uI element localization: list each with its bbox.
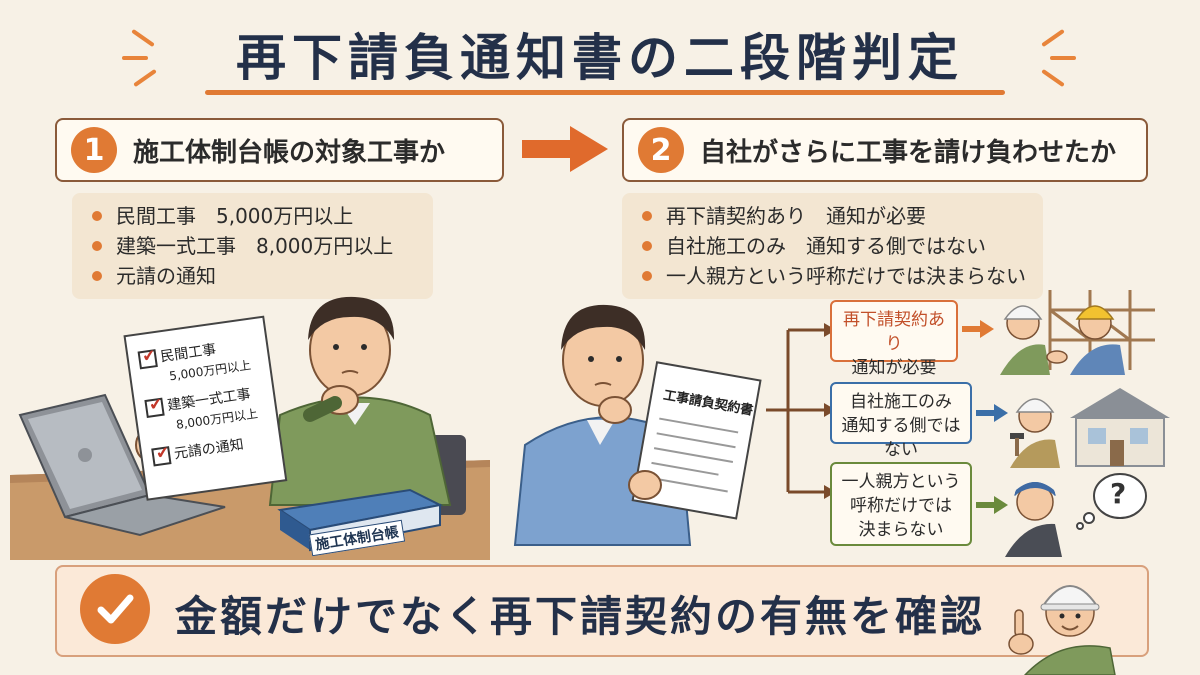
branch-line: 決まらない bbox=[858, 520, 944, 540]
step1-bullets: 民間工事 5,000万円以上 建築一式工事 8,000万円以上 元請の通知 bbox=[72, 193, 433, 299]
checkbox-checked-icon: ✔ bbox=[137, 345, 158, 370]
checkbox-checked-icon: ✔ bbox=[144, 394, 165, 418]
branch-subcontract: 再下請契約あり 通知が必要 bbox=[830, 300, 958, 378]
spark-right-2 bbox=[1050, 56, 1076, 60]
step1-label: 施工体制台帳の対象工事か bbox=[133, 137, 446, 168]
step1-bullet: 元請の通知 bbox=[90, 261, 415, 291]
title-underline bbox=[205, 90, 1005, 95]
branch-self-construction: 自社施工のみ 通知する側ではない bbox=[830, 382, 972, 460]
branch-line: 通知が必要 bbox=[851, 358, 937, 378]
step2-box: 2 自社がさらに工事を請け負わせたか bbox=[622, 118, 1148, 182]
arrow-right-icon bbox=[976, 496, 1008, 514]
branch-line: 呼称だけでは bbox=[850, 496, 952, 516]
question-mark: ? bbox=[1110, 477, 1127, 510]
conclusion-text: 金額だけでなく再下請契約の有無を確認 bbox=[175, 592, 986, 641]
checklist-sheet: ✔ 民間工事 5,000万円以上 ✔ 建築一式工事 8,000万円以上 ✔ 元請… bbox=[137, 332, 282, 469]
arrow-right-icon bbox=[962, 320, 994, 338]
check-icon bbox=[80, 574, 150, 644]
step1-number: 1 bbox=[71, 127, 117, 173]
thought-bubble-icon bbox=[1076, 473, 1147, 530]
branch-line: 再下請契約あり bbox=[843, 310, 945, 354]
branch-line: 一人親方という bbox=[841, 472, 961, 492]
worker-house-illustration bbox=[1010, 388, 1170, 468]
branch-solo-contractor: 一人親方という 呼称だけでは 決まらない bbox=[830, 462, 972, 546]
step2-bullet: 自社施工のみ 通知する側ではない bbox=[640, 231, 1025, 261]
conclusion-bar bbox=[55, 565, 1149, 657]
checkbox-checked-icon: ✔ bbox=[151, 442, 172, 467]
step2-bullets: 再下請契約あり 通知が必要 自社施工のみ 通知する側ではない 一人親方という呼称… bbox=[622, 193, 1043, 299]
branch-line: 自社施工のみ bbox=[850, 392, 952, 412]
step2-bullet: 再下請契約あり 通知が必要 bbox=[640, 201, 1025, 231]
worker-reviewing-illustration bbox=[10, 296, 490, 560]
handshake-workers-illustration bbox=[1000, 290, 1155, 375]
arrow-right-icon bbox=[976, 404, 1008, 422]
pointing-worker-illustration bbox=[1008, 585, 1116, 675]
step2-label: 自社がさらに工事を請け負わせたか bbox=[700, 137, 1117, 168]
step2-number: 2 bbox=[638, 127, 684, 173]
step1-bullet: 民間工事 5,000万円以上 bbox=[90, 201, 415, 231]
worker-reading-contract-illustration bbox=[513, 304, 762, 546]
step2-bullet: 一人親方という呼称だけでは決まらない bbox=[640, 261, 1026, 291]
step-arrow-icon bbox=[522, 126, 608, 172]
spark-left-2 bbox=[122, 56, 148, 60]
solo-worker-illustration bbox=[1005, 482, 1062, 557]
step1-box: 1 施工体制台帳の対象工事か bbox=[55, 118, 504, 182]
branch-connector bbox=[766, 323, 836, 499]
branch-line: 通知する側ではない bbox=[841, 416, 961, 460]
page-title: 再下請負通知書の二段階判定 bbox=[236, 29, 964, 87]
step1-bullet: 建築一式工事 8,000万円以上 bbox=[90, 231, 415, 261]
